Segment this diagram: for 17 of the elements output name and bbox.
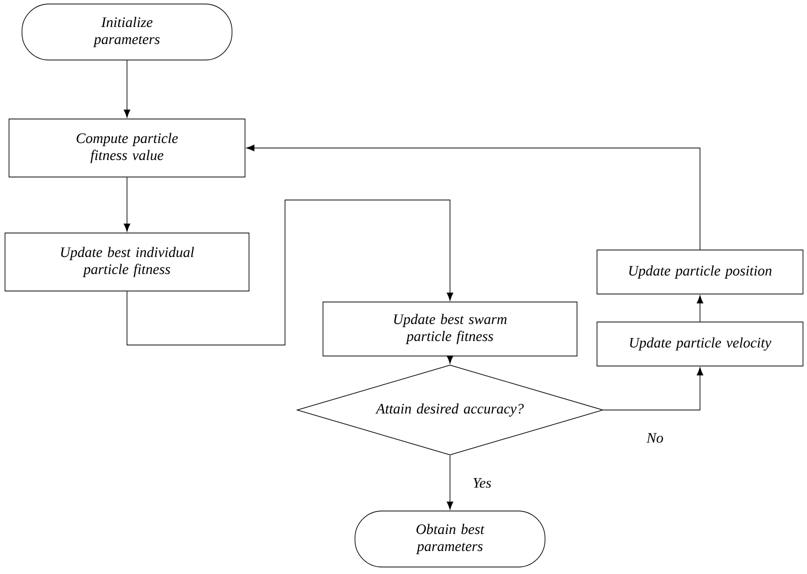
arrow [446,356,454,364]
arrow [446,455,454,510]
process-box: Update particle position [596,250,804,294]
terminal-box: Initialize parameters [22,4,232,60]
arrow [124,60,130,118]
arrow [246,144,700,250]
edge-label: Yes [472,477,492,489]
process-box: Update best swarm particle fitness [322,302,578,356]
process-box: Compute particle fitness value [8,118,246,178]
arrow [696,295,704,322]
terminal-box: Obtain best parameters [354,510,546,568]
process-box: Update particle velocity [596,322,804,366]
process-box: Update best individual particle fitness [4,232,250,292]
edge-label: No [646,432,664,444]
arrow [124,177,130,232]
arrow [603,367,704,410]
arrow [126,200,454,346]
